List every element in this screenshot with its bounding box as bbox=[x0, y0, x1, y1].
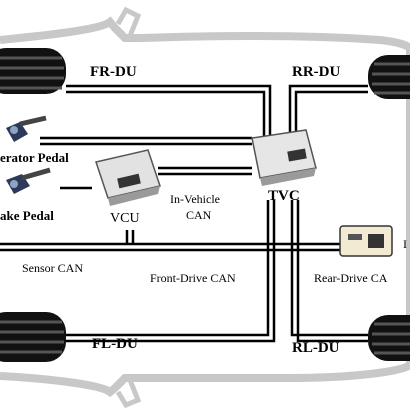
vcu-label: VCU bbox=[110, 211, 140, 226]
pedal-icon bbox=[6, 115, 47, 142]
sensor-icon bbox=[339, 225, 393, 257]
vehicle-body-outline-inner bbox=[115, 6, 142, 37]
tire-icon bbox=[0, 48, 66, 94]
pedal-to-tvc-link bbox=[40, 136, 252, 146]
tire-icon bbox=[368, 55, 410, 99]
rr-du-label: RR-DU bbox=[292, 64, 340, 80]
sensor-partial-label: I bbox=[403, 237, 407, 251]
accelerator-pedal-label: erator Pedal bbox=[0, 150, 69, 165]
vcu-tvc-can-link bbox=[158, 166, 252, 176]
vehicle-body-outline bbox=[0, 16, 410, 398]
tire-icon bbox=[0, 312, 66, 362]
tire-icon bbox=[368, 315, 410, 361]
pedal-icon bbox=[6, 167, 51, 194]
front-du-link bbox=[66, 84, 272, 140]
rear-drive-can-link bbox=[290, 200, 368, 343]
rear-du-link bbox=[288, 84, 368, 140]
rl-du-label: RL-DU bbox=[292, 340, 340, 356]
sensor-can-label: Sensor CAN bbox=[22, 261, 83, 275]
in-vehicle-can-label-line2: CAN bbox=[186, 208, 212, 222]
ecu-icon bbox=[251, 129, 317, 186]
ecu-icon bbox=[95, 149, 161, 206]
fl-du-label: FL-DU bbox=[92, 336, 138, 352]
vehicle-body-outline-inner-bottom bbox=[115, 379, 142, 409]
tvc-label: TVC bbox=[268, 188, 300, 204]
rear-drive-can-label: Rear-Drive CA bbox=[314, 271, 388, 285]
brake-pedal-label: ake Pedal bbox=[0, 208, 54, 223]
front-drive-can-link bbox=[66, 200, 276, 343]
front-drive-can-label: Front-Drive CAN bbox=[150, 271, 236, 285]
sensor-can-bus bbox=[0, 230, 340, 252]
in-vehicle-can-label-line1: In-Vehicle bbox=[170, 192, 220, 206]
fr-du-label: FR-DU bbox=[90, 64, 137, 80]
